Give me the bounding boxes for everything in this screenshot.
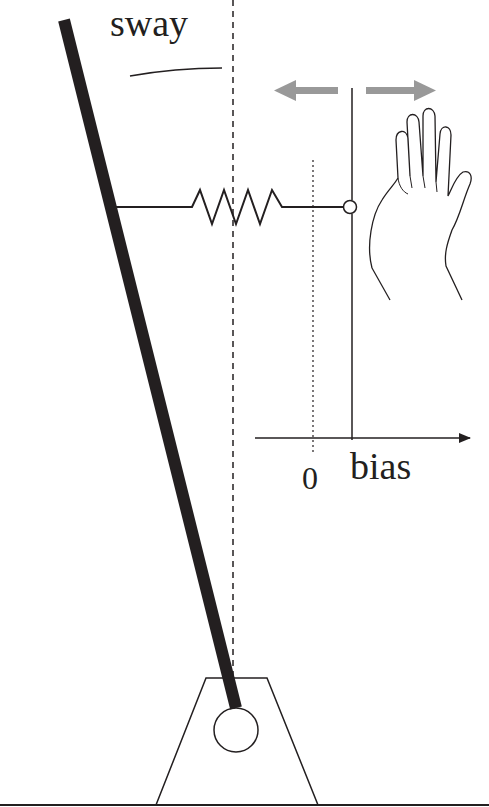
pendulum-stick bbox=[64, 20, 236, 708]
bias-line bbox=[351, 88, 353, 200]
vertical-reference bbox=[232, 0, 234, 690]
ground-line bbox=[0, 804, 489, 806]
zero-line bbox=[312, 160, 313, 455]
bias-label: bias bbox=[350, 447, 411, 485]
spring-anchor bbox=[344, 201, 357, 214]
hand-drawing bbox=[398, 176, 437, 194]
sway-arc bbox=[130, 68, 222, 76]
bias-axis bbox=[255, 437, 470, 439]
spring-symbol bbox=[111, 190, 344, 224]
hand-drawing bbox=[370, 109, 472, 301]
hand-drawing bbox=[372, 268, 390, 300]
sway-label: sway bbox=[110, 4, 188, 42]
bias-line bbox=[351, 214, 353, 440]
zero-label: 0 bbox=[302, 462, 318, 494]
move-arrows bbox=[274, 80, 436, 101]
pivot-joint bbox=[214, 708, 258, 752]
